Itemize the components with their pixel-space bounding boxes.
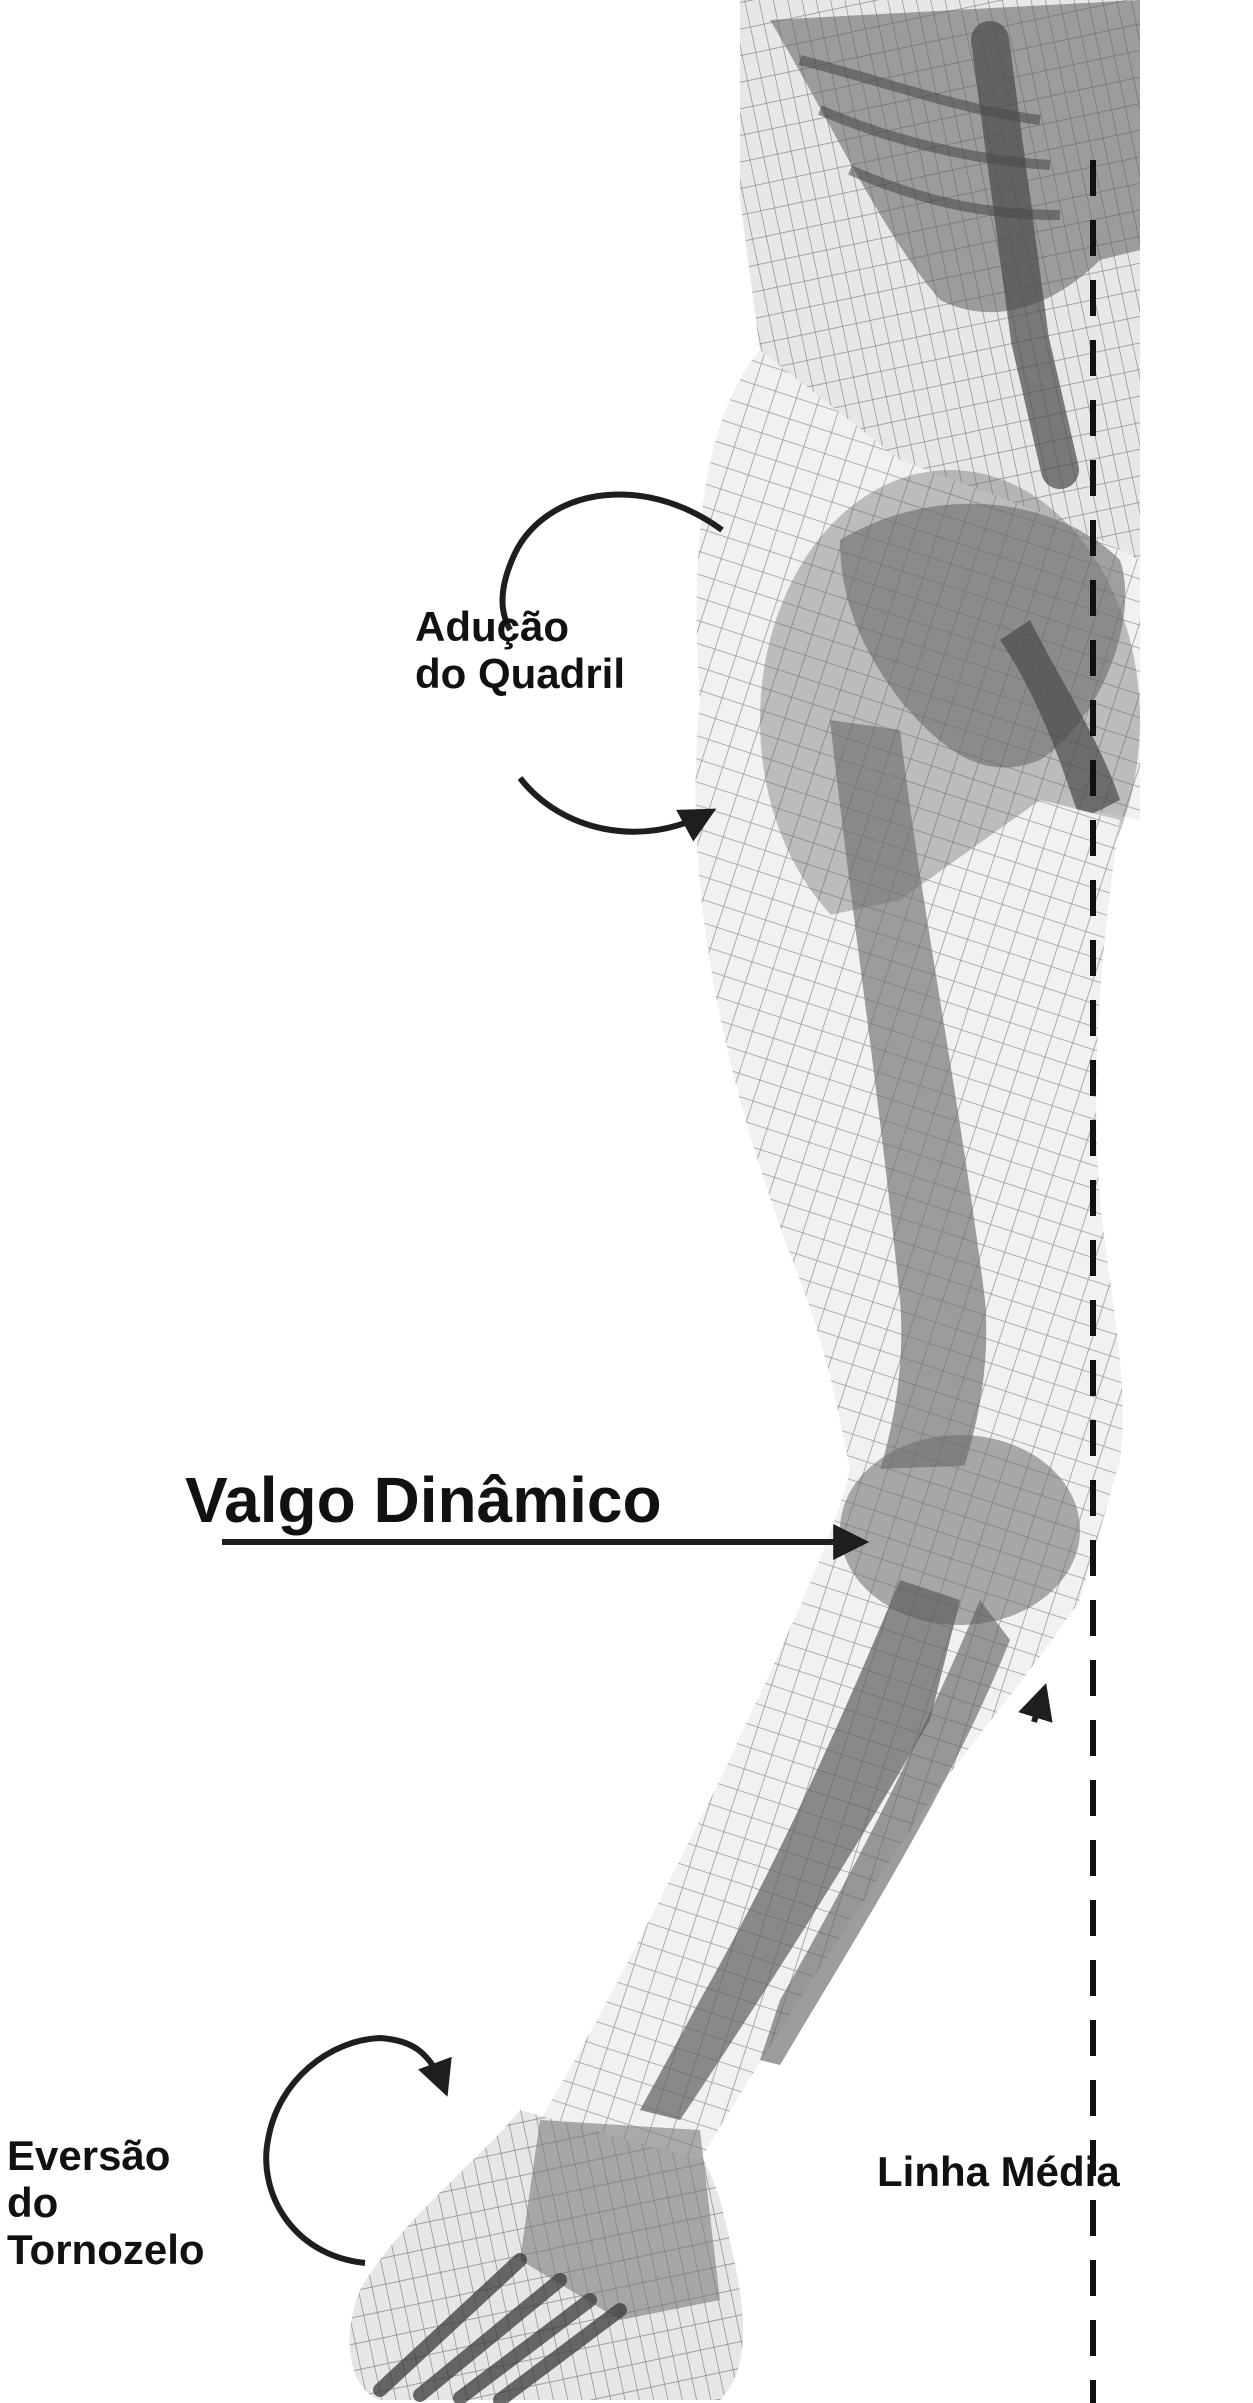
knee-joint — [840, 1435, 1080, 1625]
knee-small-arrow — [1034, 1690, 1044, 1722]
ankle-eversion-label-line2: do — [7, 2179, 205, 2226]
ankle-eversion-label-line3: Tornozelo — [7, 2226, 205, 2273]
dynamic-valgus-label: Valgo Dinâmico — [185, 1468, 662, 1532]
hip-adduction-label-line1: Adução — [415, 603, 625, 650]
ankle-eversion-label-line1: Eversão — [7, 2132, 205, 2179]
hip-adduction-label: Adução do Quadril — [415, 603, 625, 697]
ankle-eversion-label: Eversão do Tornozelo — [7, 2132, 205, 2273]
foot-mesh — [350, 2110, 743, 2400]
midline-label: Linha Média — [877, 2148, 1120, 2195]
hip-adduction-label-line2: do Quadril — [415, 650, 625, 697]
